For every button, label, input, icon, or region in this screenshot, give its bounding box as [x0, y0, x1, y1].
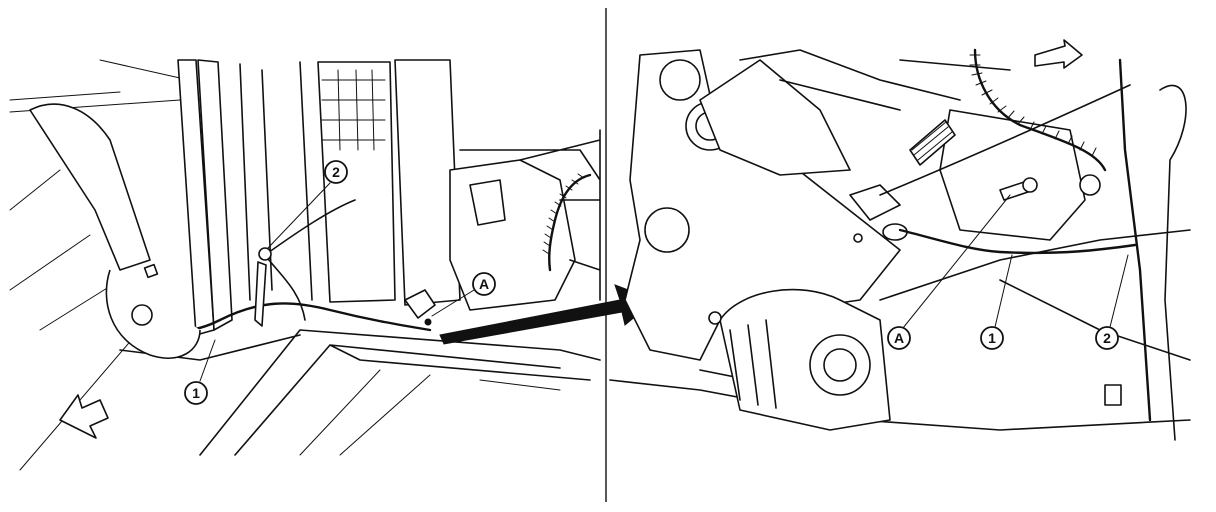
ground-connector [404, 289, 436, 319]
spring-coil-rings [911, 121, 953, 161]
floor-sill [119, 329, 601, 456]
callout-leader [1109, 254, 1129, 328]
ground-terminal [849, 184, 901, 221]
pivot-ribs [729, 319, 777, 409]
panel-hole [853, 233, 863, 243]
hinge-hole [644, 207, 690, 253]
main-harness [973, 48, 1107, 172]
front-direction-arrow [1034, 39, 1083, 69]
bolt-head [1022, 177, 1038, 193]
callout-label: 1 [192, 385, 200, 401]
left-panel [9, 59, 656, 471]
callout-leader [902, 194, 1011, 329]
seat-rail-bracket [29, 103, 151, 271]
wheelhouse-hole [131, 304, 153, 326]
front-direction-arrow [59, 394, 109, 439]
mount-bracket [939, 109, 1086, 241]
rear-panel [394, 59, 461, 306]
right-callouts: A 1 2 [887, 194, 1129, 350]
callout-label: A [894, 330, 904, 346]
left-callouts: 1 2 A [184, 160, 496, 405]
seat-bracket [449, 159, 576, 311]
side-harness-2 [1159, 84, 1187, 441]
hinge-hole [659, 59, 701, 101]
pillar-trim [239, 61, 331, 301]
callout-label: 2 [332, 164, 340, 180]
coiled-cable [548, 173, 592, 272]
harness-clip [258, 247, 272, 261]
rear-body-lines [459, 129, 601, 301]
ground-bolt [424, 318, 432, 326]
clip-block [1104, 384, 1122, 406]
panel-hole [708, 311, 722, 325]
ground-wire [879, 84, 1131, 196]
side-harness [1118, 58, 1152, 422]
callout-label: 2 [1103, 330, 1111, 346]
callout-circle [1095, 326, 1119, 350]
bracket-slot [143, 263, 159, 279]
callout-leader [431, 289, 475, 317]
callout-leader [199, 339, 216, 382]
bracket-bolt [1079, 174, 1101, 196]
callout-label: 1 [988, 330, 996, 346]
coiled-cable-rings [542, 173, 585, 255]
bracket-clip [469, 179, 506, 226]
callout-label: A [479, 276, 489, 292]
callout-circle [887, 326, 911, 350]
harness-wire-2 [264, 199, 356, 321]
wheelhouse [105, 269, 201, 359]
spring-coil [909, 119, 956, 166]
ground-strap [898, 228, 1137, 255]
link-arm [699, 59, 851, 176]
seat-frame-grid [321, 69, 386, 151]
callout-circle [184, 381, 208, 405]
right-panel [609, 39, 1191, 441]
lower-pivot-housing [719, 288, 891, 431]
callout-circle [980, 326, 1004, 350]
callout-leader [267, 182, 331, 249]
floor-sill-edge [299, 369, 561, 456]
callout-leader [994, 254, 1013, 328]
seat-frame [317, 61, 396, 303]
callout-circle [324, 160, 348, 184]
main-harness-rings [969, 54, 1097, 157]
pillar-inner [197, 59, 233, 331]
body-panel-lines [9, 59, 181, 471]
hanging-loop [254, 261, 267, 327]
callout-circle [472, 272, 496, 296]
pivot-bushing-inner [823, 348, 857, 382]
